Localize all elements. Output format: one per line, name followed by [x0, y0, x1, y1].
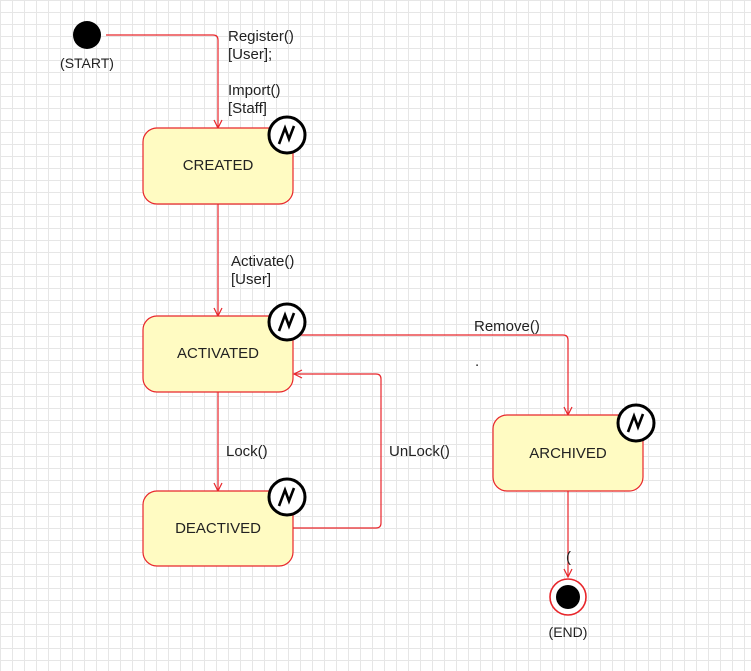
end-node[interactable]	[549, 578, 587, 616]
archive-end-label: (	[566, 549, 571, 566]
transition-activated-to-archived[interactable]	[293, 334, 568, 415]
state-archived-label: ARCHIVED	[529, 445, 607, 462]
register-guard: [User];	[228, 46, 272, 63]
remove-guard: .	[475, 353, 479, 370]
import-label: Import()	[228, 82, 281, 99]
activate-guard: [User]	[231, 271, 271, 288]
remove-label: Remove()	[474, 318, 540, 335]
state-created-label: CREATED	[183, 157, 254, 174]
end-label: (END)	[549, 624, 588, 640]
start-node[interactable]	[73, 21, 101, 49]
transition-deactived-to-activated[interactable]	[293, 374, 382, 529]
lightning-icon	[616, 403, 656, 443]
transitions	[106, 34, 568, 577]
state-archived[interactable]: ARCHIVED	[492, 403, 656, 492]
transition-start-to-created[interactable]	[106, 34, 218, 128]
unlock-label: UnLock()	[389, 443, 450, 460]
lock-label: Lock()	[226, 443, 268, 460]
state-created[interactable]: CREATED	[142, 115, 307, 205]
lightning-icon	[267, 477, 307, 517]
activate-label: Activate()	[231, 253, 294, 270]
state-activated[interactable]: ACTIVATED	[142, 302, 307, 393]
lightning-icon	[267, 302, 307, 342]
state-activated-label: ACTIVATED	[177, 345, 259, 362]
lightning-icon	[267, 115, 307, 155]
register-label: Register()	[228, 28, 294, 45]
state-deactived[interactable]: DEACTIVED	[142, 477, 307, 567]
state-deactived-label: DEACTIVED	[175, 520, 261, 537]
start-label: (START)	[60, 55, 114, 71]
import-guard: [Staff]	[228, 100, 267, 117]
